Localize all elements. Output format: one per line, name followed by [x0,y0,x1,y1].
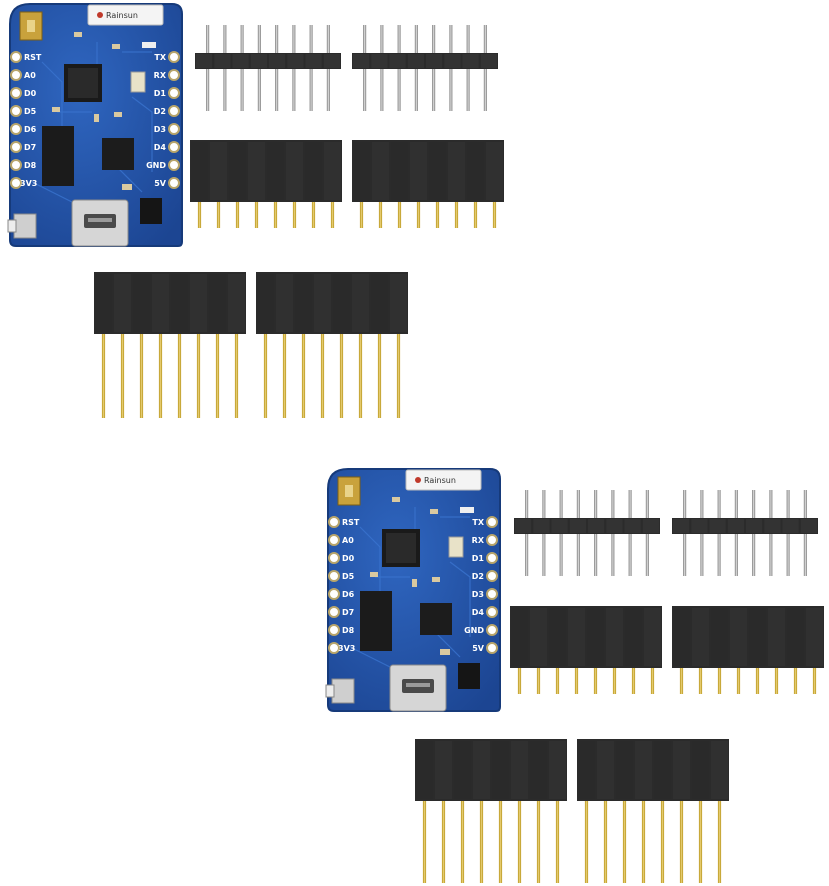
pin-label: TX [154,53,166,62]
pin-label: A0 [24,71,36,80]
pin-label: D3 [472,590,484,599]
pin-label: D1 [154,89,167,98]
chip-icon [360,529,480,689]
pin-label: D1 [472,554,485,563]
pin-label: 5V [154,179,167,188]
pin-label: D4 [154,143,167,152]
female-header-long-3 [415,739,567,883]
pin-label: D0 [24,89,37,98]
brand-label: Rainsun [424,476,456,485]
pin-label: D5 [24,107,37,116]
pin-label: D3 [154,125,166,134]
pin-label: TX [472,518,484,527]
pin-label: D7 [342,608,354,617]
brand-label: Rainsun [106,11,138,20]
pin-label: 3V3 [20,179,37,188]
pin-label: D6 [24,125,37,134]
antenna-icon [19,11,43,41]
male-header-8pin-1 [195,25,341,111]
pin-label: RX [154,71,167,80]
pin-label: RX [472,536,485,545]
reset-button-icon [7,213,37,239]
usb-port-icon [71,199,129,247]
female-header-short-1 [190,140,342,228]
pin-label: 5V [472,644,485,653]
pin-label: D0 [342,554,355,563]
pin-label: D2 [154,107,166,116]
pin-label: RST [24,53,42,62]
pin-label: D4 [472,608,485,617]
pin-label: D2 [472,572,484,581]
pin-label: D7 [24,143,36,152]
reset-button-icon [325,678,355,704]
female-header-long-4 [577,739,729,883]
pin-label: D8 [342,626,355,635]
pin-label: A0 [342,536,354,545]
female-header-long-1 [94,272,246,418]
pin-label: GND [146,161,166,170]
d1-mini-board-2: RST A0 D0 D5 D6 D7 D8 3V3 TX RX D1 D2 D3… [320,467,505,713]
female-header-long-2 [256,272,408,418]
male-header-8pin-2 [352,25,498,111]
pin-label: D8 [24,161,37,170]
pin-label: D6 [342,590,355,599]
pin-label: GND [464,626,484,635]
usb-port-icon [389,664,447,712]
chip-icon [42,64,162,224]
female-header-short-2 [352,140,504,228]
pin-label: 3V3 [338,644,355,653]
d1-mini-board-1: RST A0 D0 D5 D6 D7 D8 3V3 TX RX D1 D2 D3… [2,2,187,248]
female-header-short-4 [672,606,824,694]
antenna-icon [337,476,361,506]
pin-label: D5 [342,572,355,581]
male-header-8pin-3 [514,490,660,576]
pin-label: RST [342,518,360,527]
female-header-short-3 [510,606,662,694]
male-header-8pin-4 [672,490,818,576]
